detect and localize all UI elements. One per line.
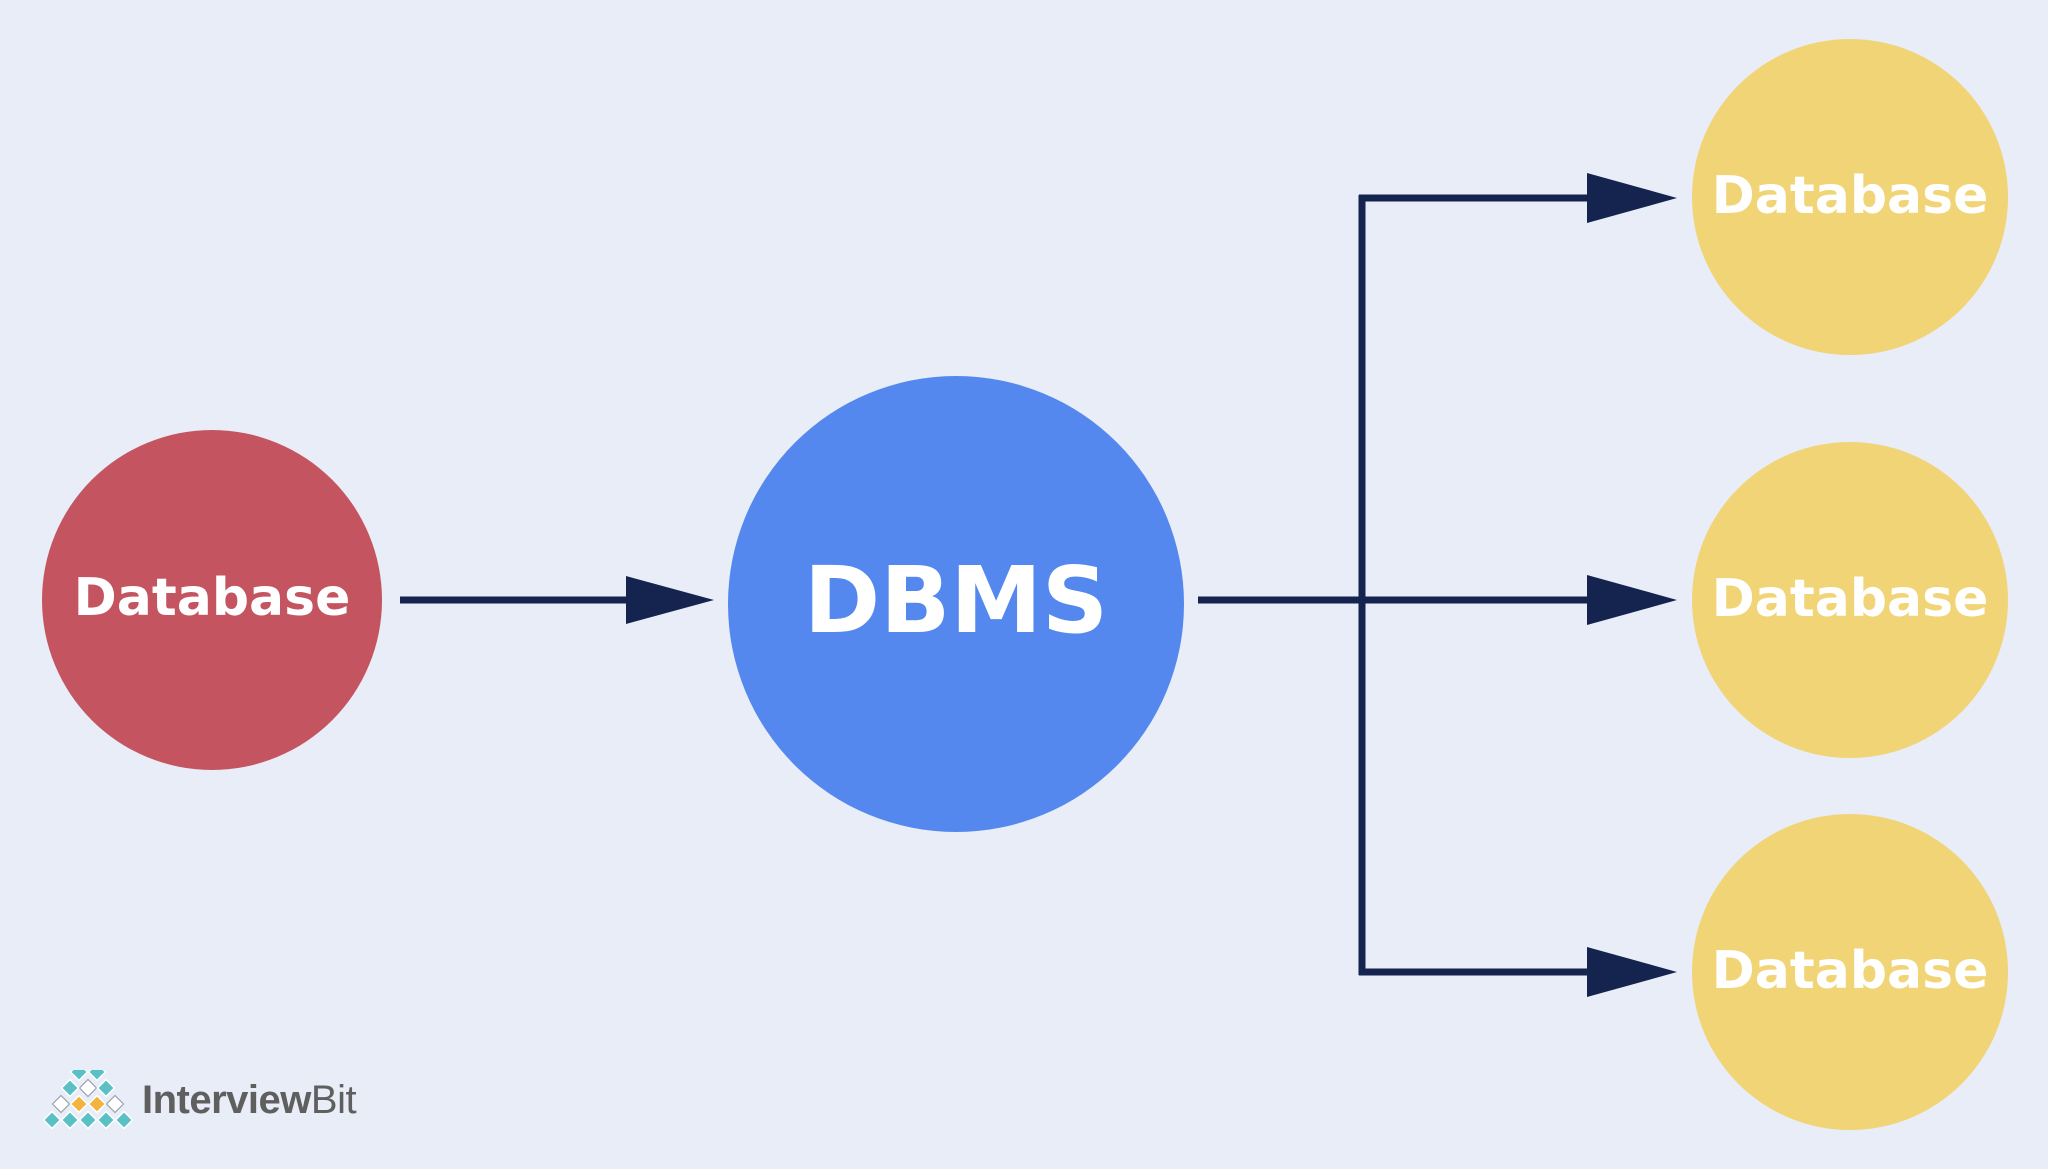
logo-diamond-icon [42,1070,134,1130]
dbms-node [728,376,1184,832]
logo-wordmark: InterviewBit [142,1077,357,1123]
dbms-label: DBMS [804,547,1108,654]
target-database-label-3: Database [1712,941,1989,1001]
target-database-node-3 [1692,814,2008,1130]
source-database-node [42,430,382,770]
arrow-to-target-1 [1359,173,1677,223]
arrow-to-target-2 [1362,575,1677,625]
logo-wordmark-suffix: Bit [310,1077,357,1122]
arrow-source-to-dbms [400,576,714,624]
arrow-to-target-3 [1359,947,1677,997]
source-database-label: Database [74,568,351,628]
target-database-node-1 [1692,39,2008,355]
target-database-label-2: Database [1712,569,1989,629]
target-database-label-1: Database [1712,166,1989,226]
target-database-node-2 [1692,442,2008,758]
logo-wordmark-main: Interview [142,1077,311,1122]
branch-connector [1198,195,1366,975]
interviewbit-logo: InterviewBit [40,1068,357,1132]
